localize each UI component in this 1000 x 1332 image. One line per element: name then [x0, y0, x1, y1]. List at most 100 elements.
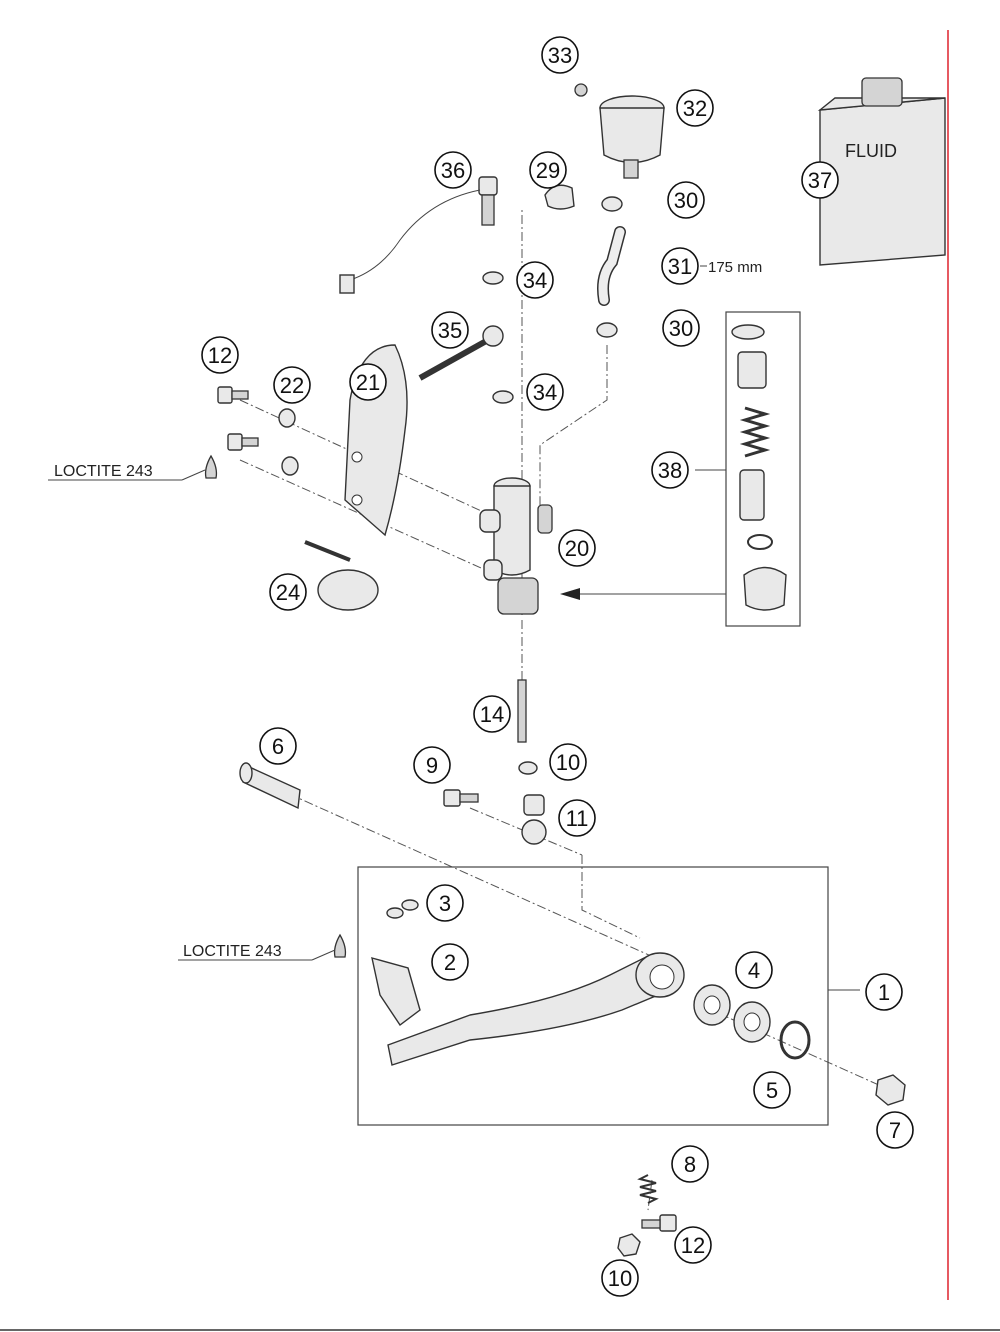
reservoir-part: [599, 95, 665, 179]
callout-number: 5: [766, 1078, 778, 1103]
bearing-part: [693, 984, 771, 1043]
callout-number: 22: [280, 373, 304, 398]
callout-number: 12: [681, 1233, 705, 1258]
callout-number: 34: [533, 380, 557, 405]
callout-p11: 11: [558, 799, 596, 837]
callout-number: 30: [674, 188, 698, 213]
callout-p3: 3: [426, 884, 464, 922]
callout-p22: 22: [273, 366, 311, 404]
callout-p12a: 12: [201, 336, 239, 374]
callout-p20: 20: [558, 529, 596, 567]
callout-circle: [676, 89, 714, 127]
rebuild-kit-box: [725, 311, 801, 627]
circlip-part: [779, 1020, 811, 1060]
callout-circle: [269, 573, 307, 611]
callout-circle: [558, 529, 596, 567]
callout-p36: 36: [434, 151, 472, 189]
clevis-part: [521, 794, 547, 845]
callout-p21: 21: [349, 363, 387, 401]
callout-p6: 6: [259, 727, 297, 765]
callout-circle: [661, 247, 699, 285]
callout-circle: [273, 366, 311, 404]
callout-p10a: 10: [549, 743, 587, 781]
callout-circle: [753, 1071, 791, 1109]
callout-circle: [549, 743, 587, 781]
nut-part: [518, 761, 538, 775]
loctite-label: LOCTITE 243: [183, 943, 282, 960]
banjo-fitting-part: [418, 325, 504, 381]
assembly-axes: [239, 210, 891, 1211]
callout-p7: 7: [876, 1111, 914, 1149]
callout-number: 9: [426, 753, 438, 778]
callout-circle: [413, 746, 451, 784]
callout-p14: 14: [473, 695, 511, 733]
callout-number: 31: [668, 254, 692, 279]
callout-number: 35: [438, 318, 462, 343]
callout-number: 2: [444, 950, 456, 975]
screw-part: [386, 899, 419, 919]
callout-number: 33: [548, 43, 572, 68]
callout-p10b: 10: [601, 1259, 639, 1297]
callout-circle: [601, 1259, 639, 1297]
loctite-drop-icon: [204, 454, 218, 479]
bolt-part: [217, 386, 299, 476]
cable-tie-part: [304, 540, 379, 611]
callout-p38: 38: [651, 451, 689, 489]
callout-circle: [473, 695, 511, 733]
bolt-part: [443, 789, 479, 807]
callout-number: 8: [684, 1152, 696, 1177]
washer-part: [482, 271, 504, 285]
callout-circle: [735, 951, 773, 989]
callout-number: 1: [878, 980, 890, 1005]
callout-circle: [201, 336, 239, 374]
callout-number: 20: [565, 536, 589, 561]
callout-number: 11: [566, 806, 589, 831]
callout-p35: 35: [431, 311, 469, 349]
callout-circle: [667, 181, 705, 219]
callout-p31: 31: [661, 247, 699, 285]
callout-p33: 33: [541, 36, 579, 74]
callout-number: 4: [748, 958, 760, 983]
callout-circle: [558, 799, 596, 837]
loctite-drop-icon: [333, 933, 347, 958]
callout-p30a: 30: [667, 181, 705, 219]
callout-number: 12: [208, 343, 232, 368]
callout-circle: [671, 1145, 709, 1183]
hose-length-label: 175 mm: [708, 259, 762, 276]
callout-number: 32: [683, 96, 707, 121]
callout-circle: [876, 1111, 914, 1149]
callout-p12b: 12: [674, 1226, 712, 1264]
bolt-part: [617, 1214, 677, 1257]
callout-p8: 8: [671, 1145, 709, 1183]
callout-number: 14: [480, 702, 504, 727]
callout-p24: 24: [269, 573, 307, 611]
clip-part: [544, 184, 575, 210]
lever-assembly-box: [357, 866, 829, 1126]
callout-p4: 4: [735, 951, 773, 989]
callout-p2: 2: [431, 943, 469, 981]
callout-p32: 32: [676, 89, 714, 127]
callout-circle: [426, 884, 464, 922]
callout-number: 24: [276, 580, 300, 605]
brake-lever-part: [387, 952, 685, 1066]
hose-clamp-part: [596, 196, 623, 338]
callout-circle: [431, 311, 469, 349]
callout-circle: [662, 309, 700, 347]
callout-number: 37: [808, 168, 832, 193]
nut-part: [875, 1074, 906, 1106]
callout-number: 10: [608, 1266, 632, 1291]
callout-number: 10: [556, 750, 580, 775]
callout-p29: 29: [529, 151, 567, 189]
callout-number: 34: [523, 268, 547, 293]
callout-circle: [349, 363, 387, 401]
pivot-shaft-part: [239, 762, 301, 810]
fluid-label: FLUID: [845, 141, 897, 161]
callout-number: 3: [439, 891, 451, 916]
callout-p30b: 30: [662, 309, 700, 347]
callout-number: 29: [536, 158, 560, 183]
callout-p5: 5: [753, 1071, 791, 1109]
callout-number: 36: [441, 158, 465, 183]
pedal-tip-part: [371, 957, 421, 1027]
callout-circle: [865, 973, 903, 1011]
callout-number: 7: [889, 1118, 901, 1143]
